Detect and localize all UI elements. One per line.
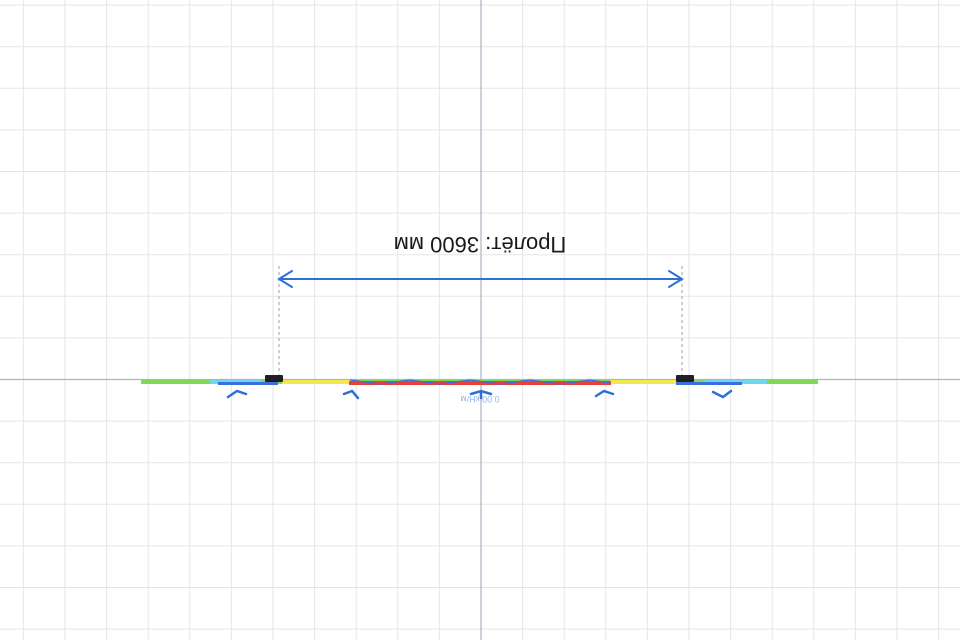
beam-stress-zone-right bbox=[610, 380, 680, 384]
support-block-icon[interactable] bbox=[676, 375, 694, 382]
reaction-chevron-icon bbox=[226, 389, 248, 399]
reaction-chevron-icon bbox=[342, 389, 360, 400]
beam-stress-zone-left bbox=[282, 380, 352, 384]
beam-support-zone-left bbox=[218, 382, 278, 385]
beam-max-stress-zone bbox=[349, 381, 611, 385]
reaction-chevron-icon bbox=[469, 389, 493, 400]
beam-support-zone-right bbox=[676, 382, 742, 385]
reaction-arrows bbox=[226, 389, 733, 400]
dimension-arrow-left-icon bbox=[277, 270, 293, 288]
flipped-scene: Пролёт: 3600 мм 0.00 кН/м bbox=[394, 232, 566, 404]
beam-truss-lines bbox=[349, 379, 611, 385]
span-dimension-label: Пролёт: 3600 мм bbox=[394, 232, 566, 257]
reaction-chevron-icon bbox=[711, 389, 733, 399]
reaction-chevron-icon bbox=[594, 389, 615, 398]
dimension-arrow-right-icon bbox=[668, 270, 684, 288]
double-arrow-icon bbox=[277, 270, 684, 288]
support-block-icon[interactable] bbox=[265, 375, 283, 382]
load-readout-label: 0.00 кН/м bbox=[460, 394, 499, 404]
beam[interactable] bbox=[141, 379, 818, 385]
